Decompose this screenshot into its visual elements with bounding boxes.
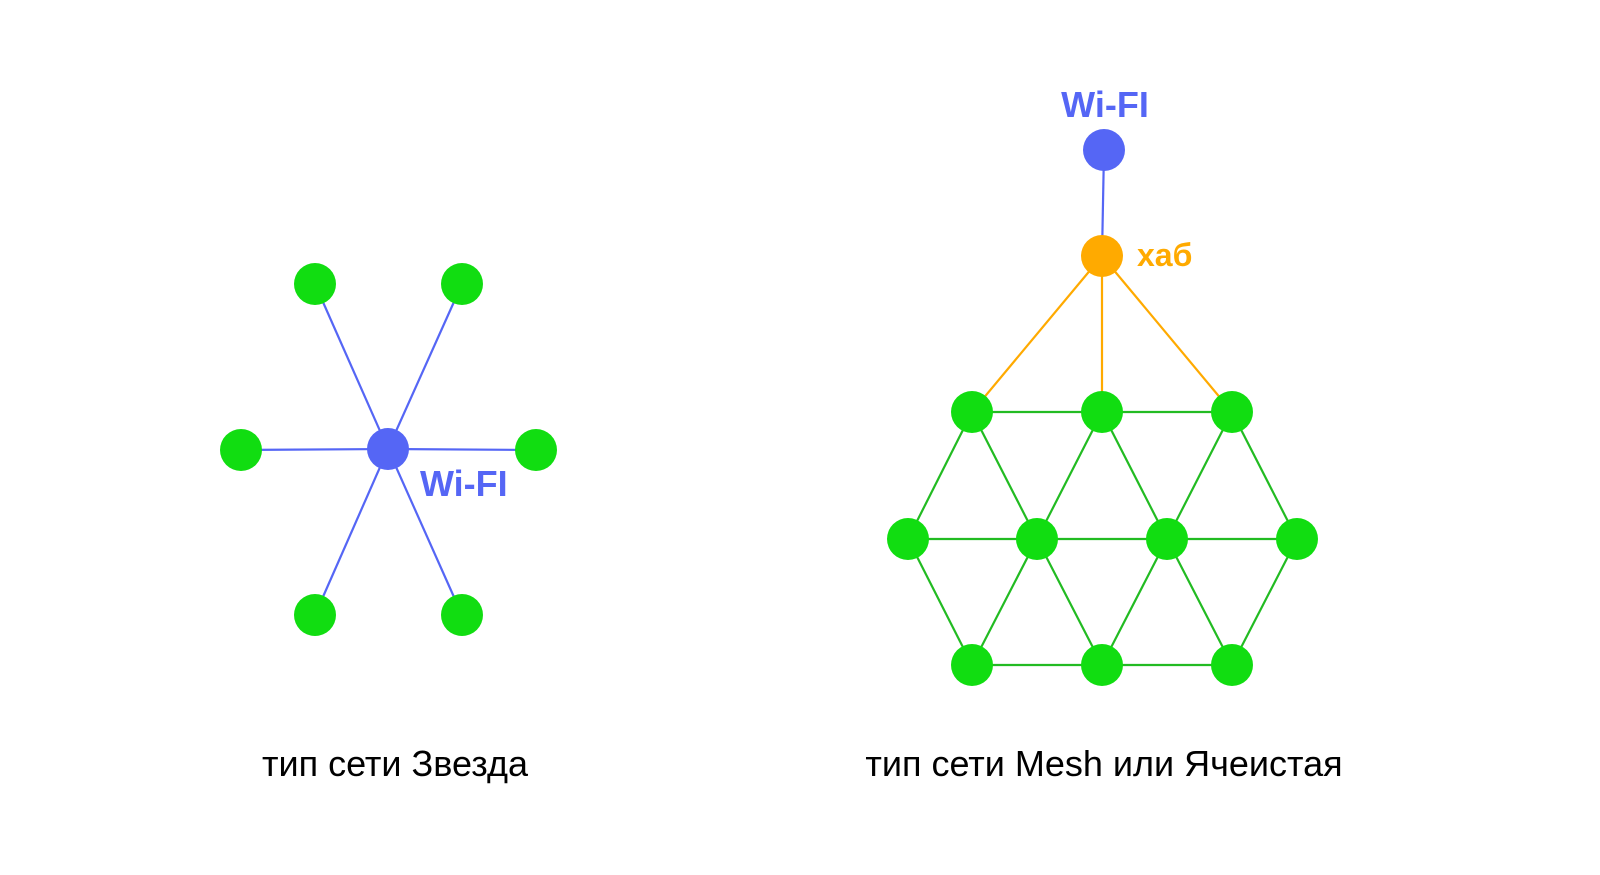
mesh-node — [1016, 518, 1058, 560]
mesh-caption: тип сети Mesh или Ячеистая — [865, 743, 1342, 784]
mesh-edge — [907, 411, 973, 540]
mesh-node — [1081, 644, 1123, 686]
star-edge — [386, 283, 464, 450]
mesh-topology: Wi-FI хаб тип сети Mesh или Ячеистая — [865, 84, 1342, 784]
mesh-hub-label: хаб — [1137, 237, 1192, 273]
mesh-edge — [971, 538, 1038, 666]
mesh-node — [887, 518, 929, 560]
star-caption: тип сети Звезда — [262, 743, 529, 784]
star-edges — [240, 283, 537, 616]
mesh-node — [1211, 391, 1253, 433]
star-leaf-node — [515, 429, 557, 471]
mesh-hub-edge — [1101, 255, 1233, 413]
star-leaf-node — [441, 594, 483, 636]
star-wifi-label: Wi-FI — [420, 463, 508, 504]
star-edge — [386, 448, 464, 616]
mesh-edge — [1231, 538, 1298, 666]
mesh-edge — [1036, 411, 1103, 540]
star-edge — [240, 447, 389, 452]
star-leaf-node — [220, 429, 262, 471]
star-edge — [387, 447, 537, 452]
star-leaf-node — [294, 263, 336, 305]
mesh-edge — [1166, 538, 1233, 666]
mesh-hub-edge — [971, 255, 1103, 413]
mesh-node — [951, 391, 993, 433]
mesh-wifi-label: Wi-FI — [1061, 84, 1149, 125]
mesh-edge — [907, 538, 973, 666]
mesh-edge — [971, 411, 1038, 540]
mesh-edges — [907, 149, 1298, 667]
mesh-edge — [1101, 538, 1168, 666]
mesh-edge — [1231, 411, 1298, 540]
star-leaf-node — [294, 594, 336, 636]
mesh-node — [1146, 518, 1188, 560]
mesh-node — [1276, 518, 1318, 560]
mesh-edge — [1036, 538, 1103, 666]
mesh-wifi-node — [1083, 129, 1125, 171]
star-nodes — [220, 263, 557, 636]
star-edge — [313, 448, 390, 616]
mesh-edge — [1166, 411, 1233, 540]
mesh-node — [951, 644, 993, 686]
mesh-hub-node — [1081, 235, 1123, 277]
star-topology: Wi-FI тип сети Звезда — [220, 263, 557, 784]
star-edge — [313, 283, 390, 450]
mesh-edge — [1101, 411, 1168, 540]
star-leaf-node — [441, 263, 483, 305]
mesh-node — [1211, 644, 1253, 686]
mesh-nodes — [887, 129, 1318, 686]
star-wifi-node — [367, 428, 409, 470]
mesh-node — [1081, 391, 1123, 433]
